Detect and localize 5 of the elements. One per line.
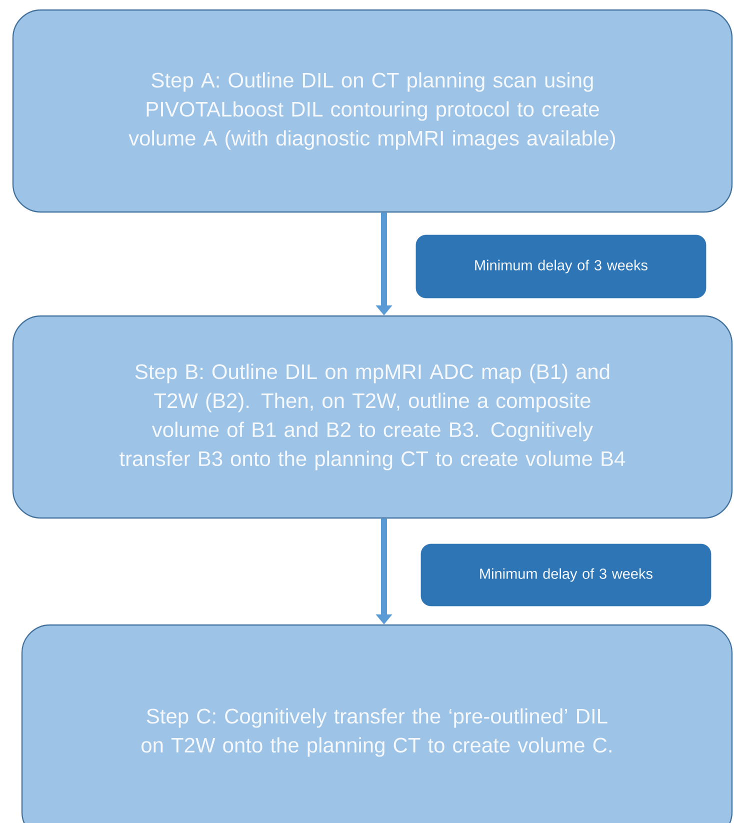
delay-box: Minimum delay of 3 weeks (420, 544, 712, 606)
delay-box: Minimum delay of 3 weeks (416, 234, 706, 298)
step-box: Step C: Cognitively transfer the ‘pre-outlined’ DIL on T2W onto the planning CT to create volume C. (21, 624, 733, 823)
step-box: Step B: Outline DIL on mpMRI ADC map (B1) and T2W (B2). Then, on T2W, outline a composite volume of B1 and B2 to create B3. Cognitively transfer B3 onto the planning CT to create volume B4 (12, 315, 733, 519)
step-box: Step A: Outline DIL on CT planning scan using PIVOTALboost DIL contouring protocol to create volume A (with diagnostic mpMRI images available) (12, 9, 733, 213)
